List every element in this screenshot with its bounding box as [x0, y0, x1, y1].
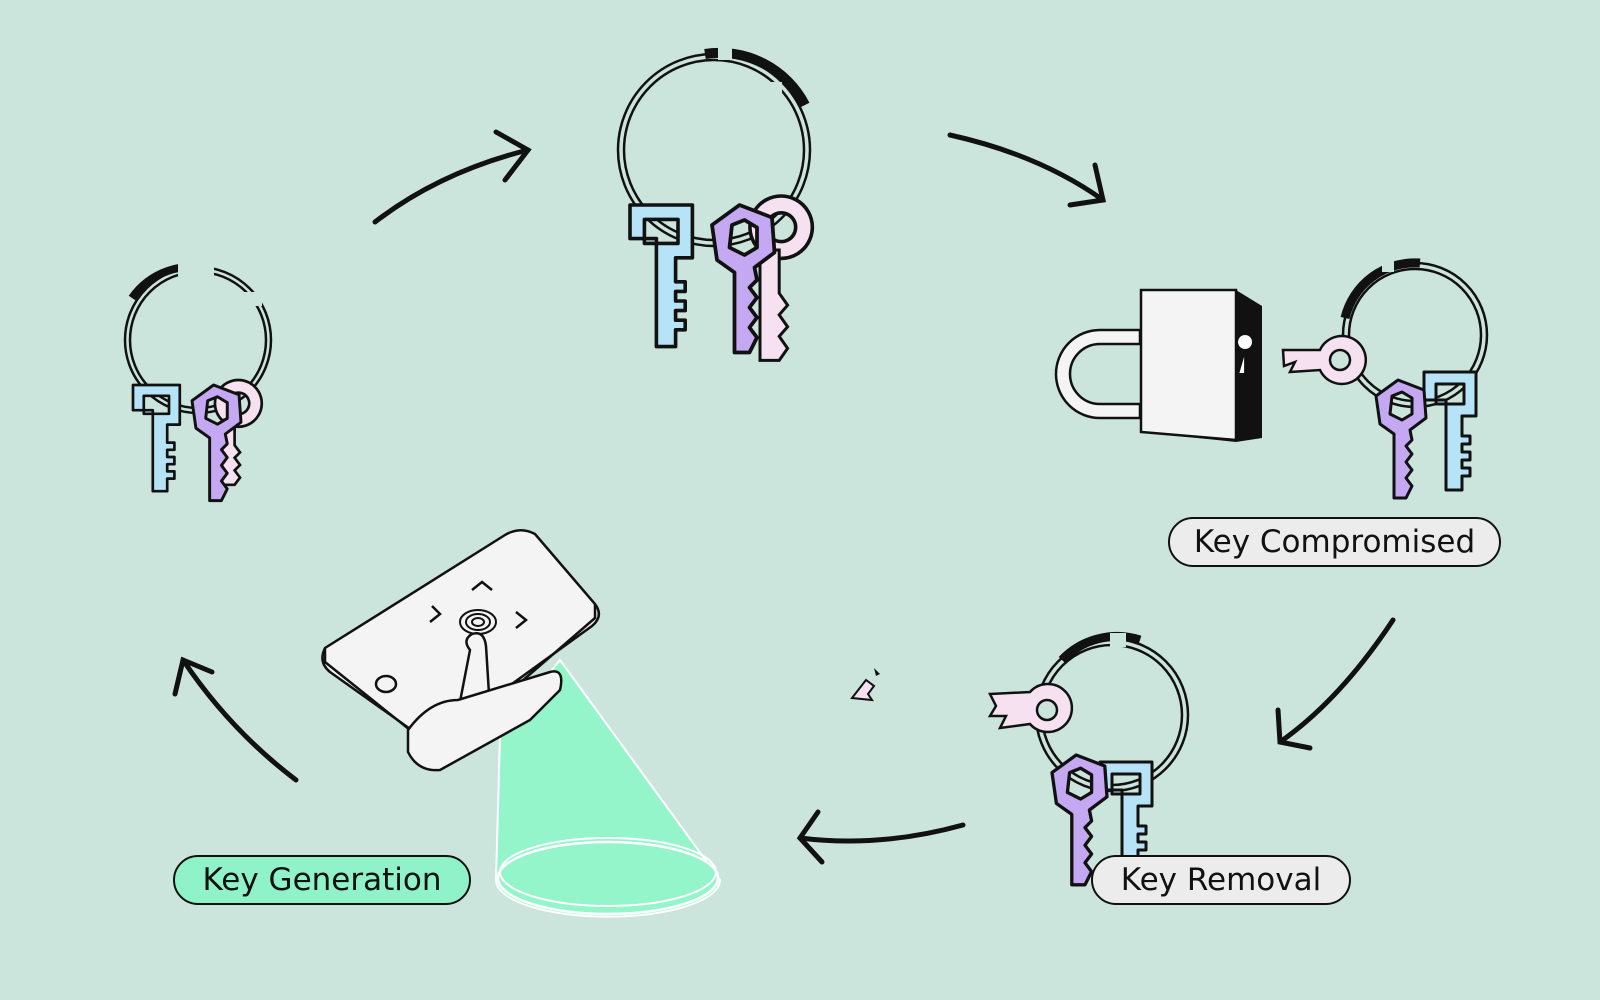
label-key-removal: Key Removal — [1091, 855, 1351, 905]
padlock-icon — [1054, 288, 1262, 442]
key-fragment — [850, 678, 876, 702]
arrow-right — [1275, 617, 1396, 751]
arrow-left — [172, 656, 299, 783]
broken-key — [1281, 334, 1368, 386]
label-key-generation: Key Generation — [173, 855, 471, 905]
fingerprint-scanner-icon — [321, 529, 722, 918]
key-fragment-tip — [874, 668, 880, 676]
label-key-compromised: Key Compromised — [1168, 517, 1501, 567]
keyring-left — [123, 262, 273, 503]
keyring-top — [616, 46, 815, 362]
cycle-arrows — [172, 129, 1396, 865]
keyring-removal — [987, 631, 1190, 887]
arrow-top-right — [947, 132, 1107, 208]
keyring-compromised — [1281, 258, 1489, 500]
arrow-top-left — [372, 129, 532, 225]
arrow-bottom — [796, 809, 966, 865]
broken-key-removal — [987, 682, 1074, 734]
